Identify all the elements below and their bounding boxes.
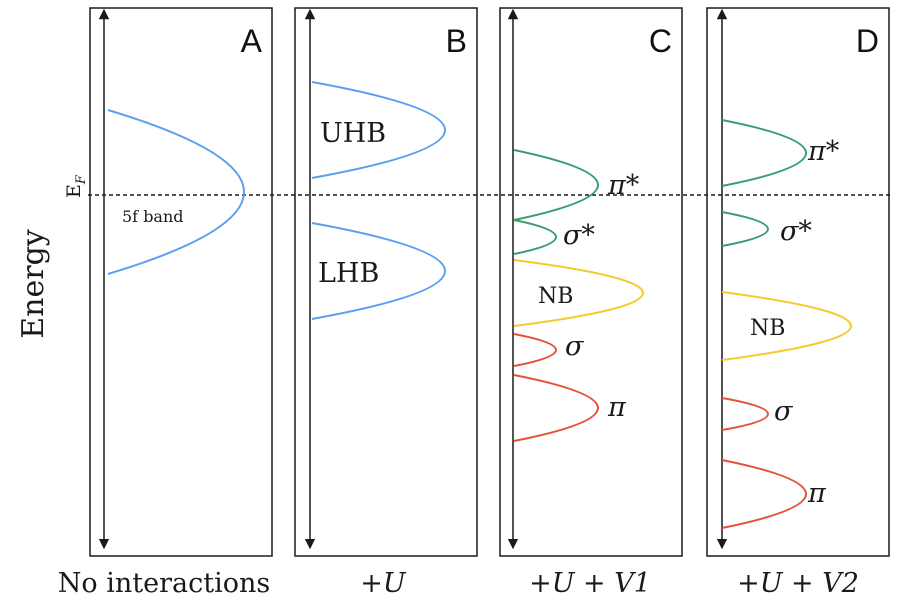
panel-frame	[294, 7, 478, 557]
band-sigma	[513, 333, 557, 367]
band-label-nb: NB	[750, 316, 785, 341]
band-label-lhb: LHB	[318, 258, 379, 289]
panel-caption: +U + V2	[737, 568, 859, 599]
panel-letter: D	[856, 23, 879, 59]
band-label-pi-star: π*	[607, 170, 640, 201]
band-label-sigma-star: σ*	[780, 216, 812, 247]
panel-caption: No interactions	[58, 568, 270, 599]
band-nb	[513, 259, 644, 327]
panel-d: D π* σ* NB σ π +U + V2	[706, 7, 890, 599]
panel-frame	[89, 7, 273, 557]
panel-caption: +U + V1	[529, 568, 651, 599]
band-sigma-star	[721, 211, 769, 247]
band-nb	[721, 291, 852, 361]
fermi-level-label: EF	[63, 174, 89, 198]
y-axis-label: Energy	[16, 229, 51, 339]
band-label-nb: NB	[538, 284, 573, 309]
panel-letter: A	[241, 23, 263, 59]
band-label-sigma: σ	[565, 331, 585, 362]
band-sigma	[721, 397, 769, 431]
band-pi-star	[513, 149, 599, 221]
band-sigma-star	[513, 219, 557, 255]
panel-letter: B	[446, 23, 467, 59]
band-label-uhb: UHB	[320, 118, 386, 149]
band-label-pi: π	[607, 392, 627, 423]
band-pi	[513, 374, 599, 442]
band-label-sigma: σ	[774, 396, 794, 427]
panel-c: C π* σ* NB σ π +U + V1	[499, 7, 683, 599]
band-pi-star	[721, 119, 807, 187]
band-uhb	[311, 81, 446, 179]
panel-caption: +U	[360, 568, 407, 599]
panel-a: A 5f band No interactions	[58, 7, 273, 599]
band-label-pi-star: π*	[807, 136, 840, 167]
panel-frame	[706, 7, 890, 557]
panel-frame	[499, 7, 683, 557]
band-lhb	[311, 222, 446, 320]
band-pi	[721, 459, 807, 529]
band-5f	[107, 109, 245, 275]
band-label-sigma-star: σ*	[563, 220, 595, 251]
band-label-5f: 5f band	[122, 207, 184, 226]
band-label-pi: π	[807, 478, 827, 509]
panel-letter: C	[649, 23, 672, 59]
panel-b: B UHB LHB +U	[294, 7, 478, 599]
